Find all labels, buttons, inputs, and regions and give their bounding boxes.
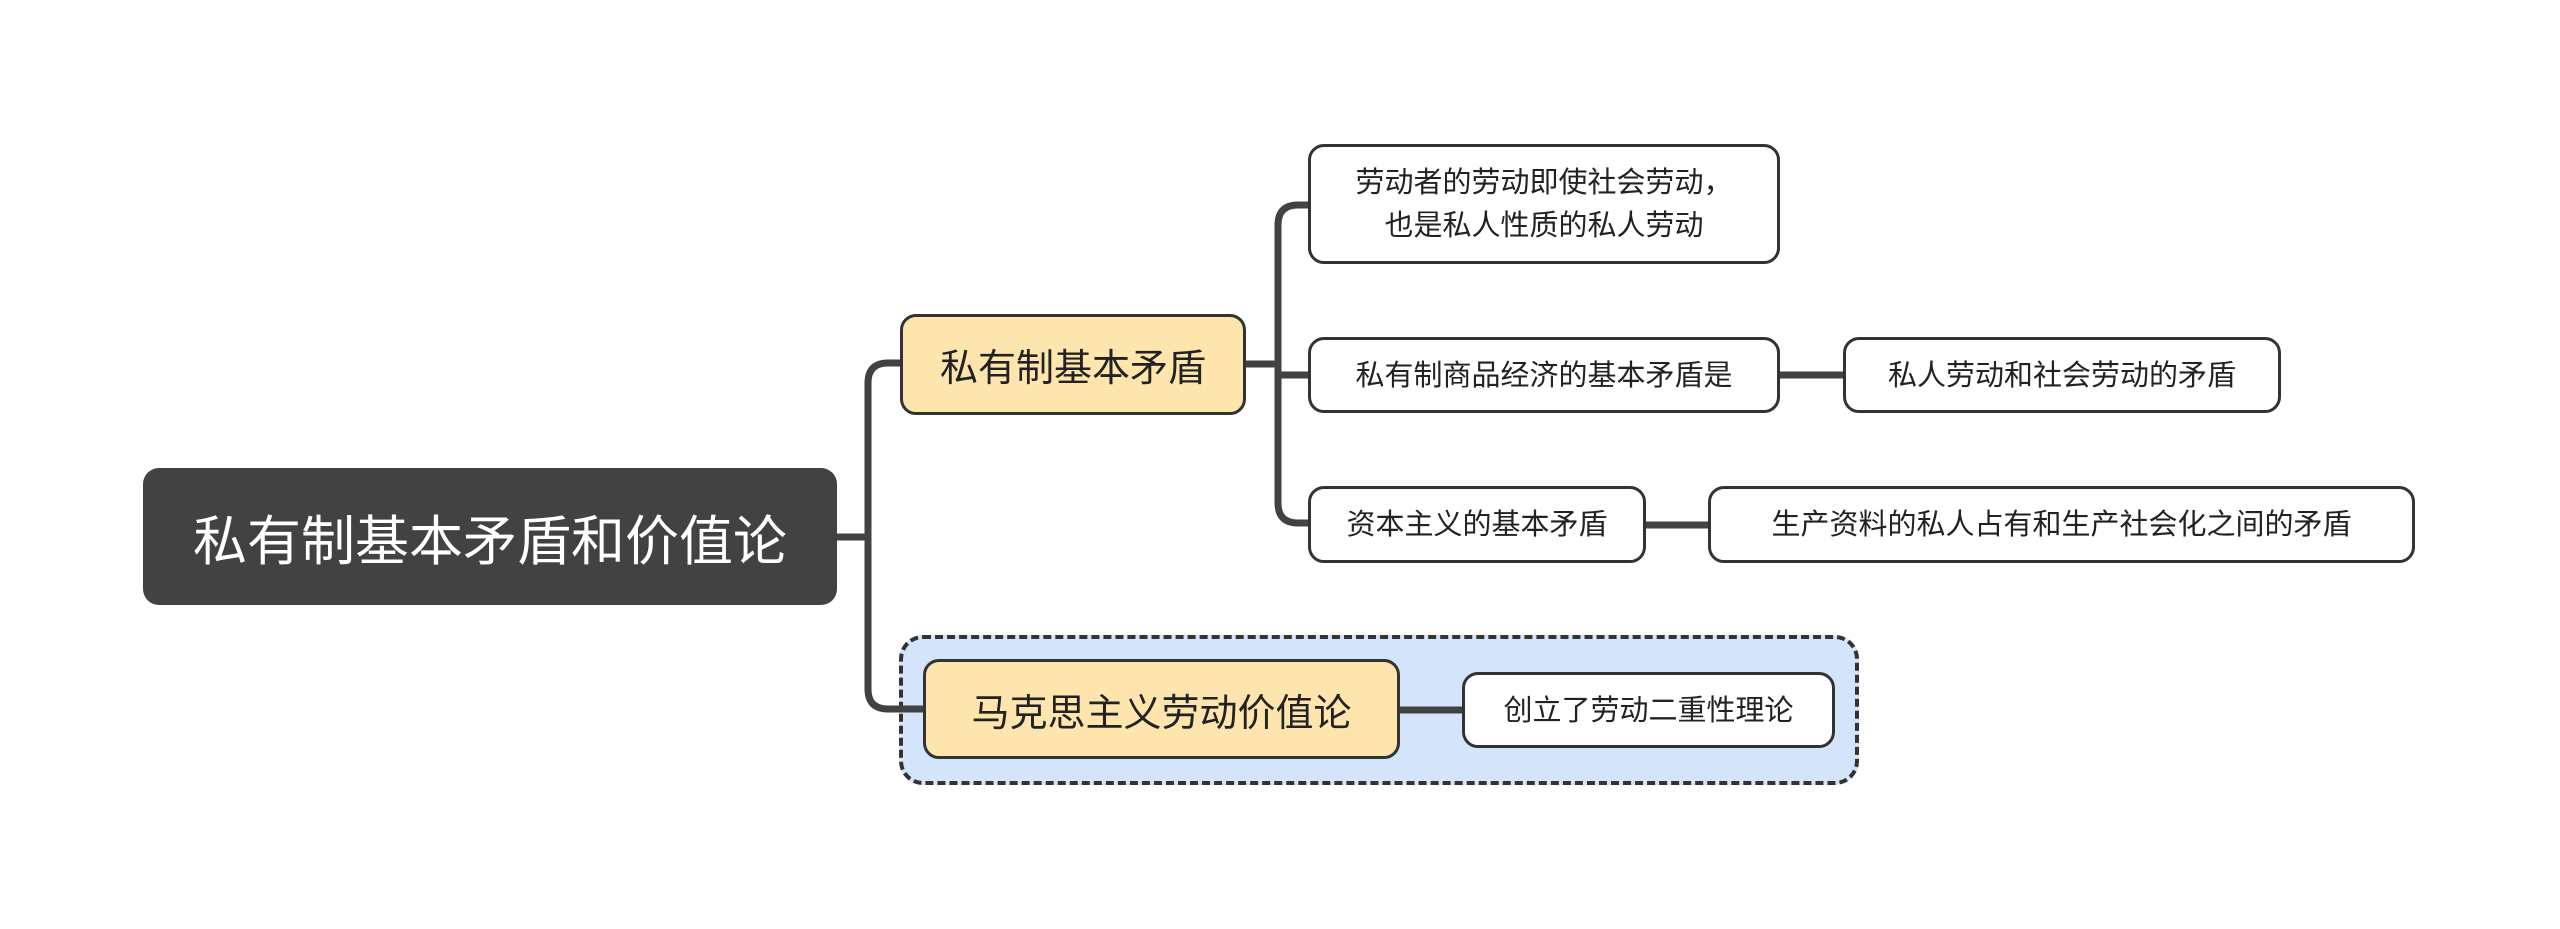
subtopic-label: 生产资料的私人占有和生产社会化之间的矛盾 — [1771, 507, 2352, 541]
connector-branch-1-leaf-3 — [1274, 364, 1308, 527]
subtopic-ownership-vs-socialization[interactable]: 生产资料的私人占有和生产社会化之间的矛盾 — [1708, 486, 2415, 563]
subtopic-label: 私有制商品经济的基本矛盾是 — [1355, 357, 1733, 392]
subtopic-commodity-economy-contradiction[interactable]: 私有制商品经济的基本矛盾是 — [1308, 337, 1780, 413]
subtopic-label: 创立了劳动二重性理论 — [1503, 692, 1794, 727]
subtopic-label: 资本主义的基本矛盾 — [1346, 507, 1608, 541]
subtopic-line-2: 也是私人性质的私人劳动 — [1384, 208, 1704, 242]
subtopic-dual-nature-of-labor[interactable]: 创立了劳动二重性理论 — [1462, 672, 1835, 748]
subtopic-line-1: 劳动者的劳动即使社会劳动， — [1355, 165, 1733, 199]
subtopic-label: 私人劳动和社会劳动的矛盾 — [1887, 357, 2236, 392]
main-topic-label: 私有制基本矛盾 — [939, 346, 1206, 390]
main-topic-private-ownership-contradiction[interactable]: 私有制基本矛盾 — [900, 314, 1246, 415]
central-topic[interactable]: 私有制基本矛盾和价值论 — [143, 468, 837, 605]
subtopic-private-vs-social-labor[interactable]: 私人劳动和社会劳动的矛盾 — [1843, 337, 2281, 413]
connector-root-branch-1 — [864, 359, 900, 537]
connector-branch-1-leaf-2 — [1274, 364, 1308, 379]
connector-branch-1-leaf-1 — [1274, 201, 1308, 364]
central-topic-label: 私有制基本矛盾和价值论 — [193, 510, 787, 573]
subtopic-capitalism-contradiction[interactable]: 资本主义的基本矛盾 — [1308, 486, 1646, 563]
subtopic-labor-nature[interactable]: 劳动者的劳动即使社会劳动， 也是私人性质的私人劳动 — [1308, 144, 1780, 264]
main-topic-marxist-labor-value-theory[interactable]: 马克思主义劳动价值论 — [923, 659, 1400, 759]
main-topic-label: 马克思主义劳动价值论 — [971, 690, 1352, 735]
